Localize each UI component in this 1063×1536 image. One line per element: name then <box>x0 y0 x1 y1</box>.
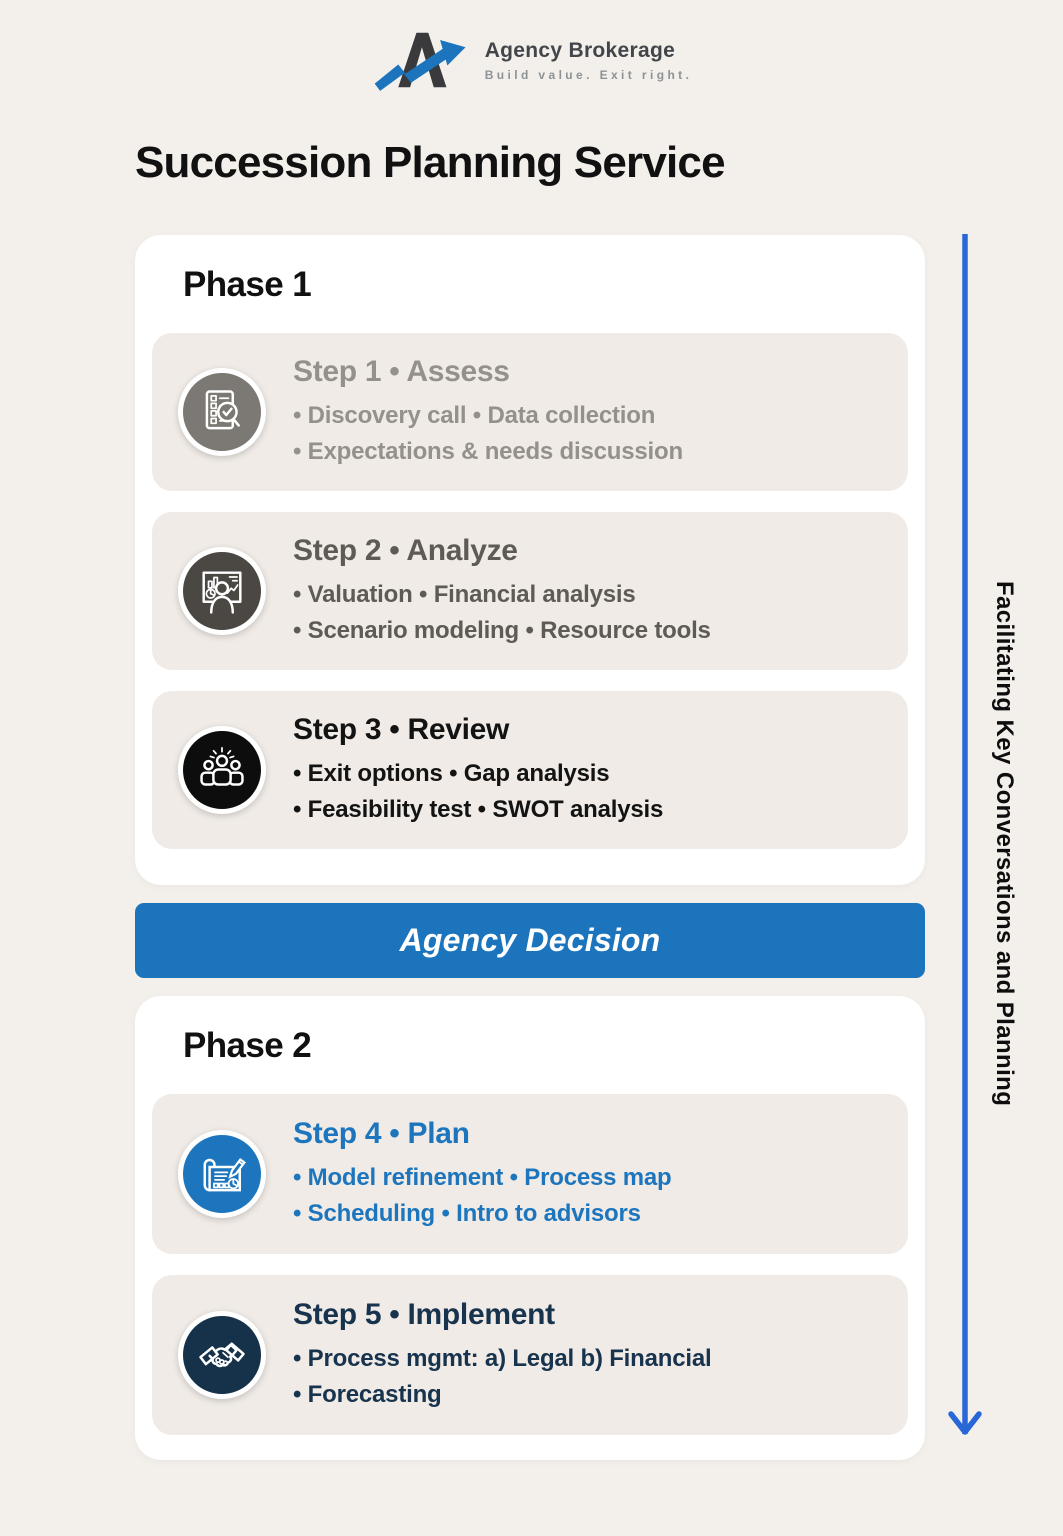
logo-tagline: Build value. Exit right. <box>484 67 693 82</box>
step-4-card: Step 4 • Plan • Model refinement • Proce… <box>152 1094 908 1254</box>
step-3-texts: Step 3 • Review • Exit options • Gap ana… <box>293 713 663 828</box>
step-title: Step 4 • Plan <box>293 1116 470 1150</box>
step-1-card: Step 1 • Assess • Discovery call • Data … <box>152 333 908 491</box>
step-title: Step 3 • Review <box>293 712 510 746</box>
step-1-texts: Step 1 • Assess • Discovery call • Data … <box>293 355 683 470</box>
step-1-icon-circle <box>178 368 266 456</box>
step-4-texts: Step 4 • Plan • Model refinement • Proce… <box>293 1117 672 1232</box>
down-arrow-icon <box>948 234 982 1435</box>
phase-1-label: Phase 1 <box>183 265 312 304</box>
team-idea-icon <box>200 747 244 786</box>
step-bullet: • Expectations & needs discussion <box>293 437 683 465</box>
step-title: Step 5 • Implement <box>293 1297 555 1331</box>
step-title: Step 1 • Assess <box>293 354 510 388</box>
step-5-texts: Step 5 • Implement • Process mgmt: a) Le… <box>293 1297 712 1413</box>
step-2-texts: Step 2 • Analyze • Valuation • Financial… <box>293 534 711 649</box>
agency-decision-banner: Agency Decision <box>135 903 925 978</box>
side-note-text: Facilitating Key Conversations and Plann… <box>991 581 1018 1107</box>
step-3-card: Step 3 • Review • Exit options • Gap ana… <box>152 691 908 849</box>
step-2-card: Step 2 • Analyze • Valuation • Financial… <box>152 512 908 670</box>
handshake-icon <box>199 1342 245 1368</box>
step-4-icon-circle <box>178 1130 266 1218</box>
step-bullet: • Valuation • Financial analysis <box>293 580 636 608</box>
step-bullet: • Process mgmt: a) Legal b) Financial <box>293 1344 712 1372</box>
side-note: Facilitating Key Conversations and Plann… <box>981 233 1027 1455</box>
step-bullet: • Model refinement • Process map <box>293 1163 672 1191</box>
step-2-icon-circle <box>178 547 266 635</box>
phase-2-section: Phase 2 <box>135 996 925 1460</box>
phase-1-section: Phase 1 Step 1 <box>135 235 925 885</box>
step-5-icon-circle <box>178 1311 266 1399</box>
agency-decision-label: Agency Decision <box>399 922 661 958</box>
step-bullet: • Exit options • Gap analysis <box>293 759 610 787</box>
step-bullet: • Discovery call • Data collection <box>293 401 656 429</box>
page-title: Succession Planning Service <box>135 138 726 187</box>
logo-name: Agency Brokerage <box>484 38 676 62</box>
logo-mark-icon <box>374 32 466 91</box>
step-bullet: • Feasibility test • SWOT analysis <box>293 795 664 823</box>
step-bullet: • Scenario modeling • Resource tools <box>293 616 711 644</box>
step-3-icon-circle <box>178 726 266 814</box>
phase-2-label: Phase 2 <box>183 1026 312 1065</box>
step-bullet: • Forecasting <box>293 1380 442 1408</box>
presentation-chart-icon <box>202 571 242 614</box>
blueprint-pencil-icon <box>203 1157 246 1192</box>
step-bullet: • Scheduling • Intro to advisors <box>293 1199 641 1227</box>
logo: Agency Brokerage Build value. Exit right… <box>0 26 1063 94</box>
step-5-card: Step 5 • Implement • Process mgmt: a) Le… <box>152 1275 908 1435</box>
step-title: Step 2 • Analyze <box>293 533 518 567</box>
checklist-magnifier-icon <box>205 390 240 430</box>
logo-text: Agency Brokerage Build value. Exit right… <box>485 39 693 82</box>
